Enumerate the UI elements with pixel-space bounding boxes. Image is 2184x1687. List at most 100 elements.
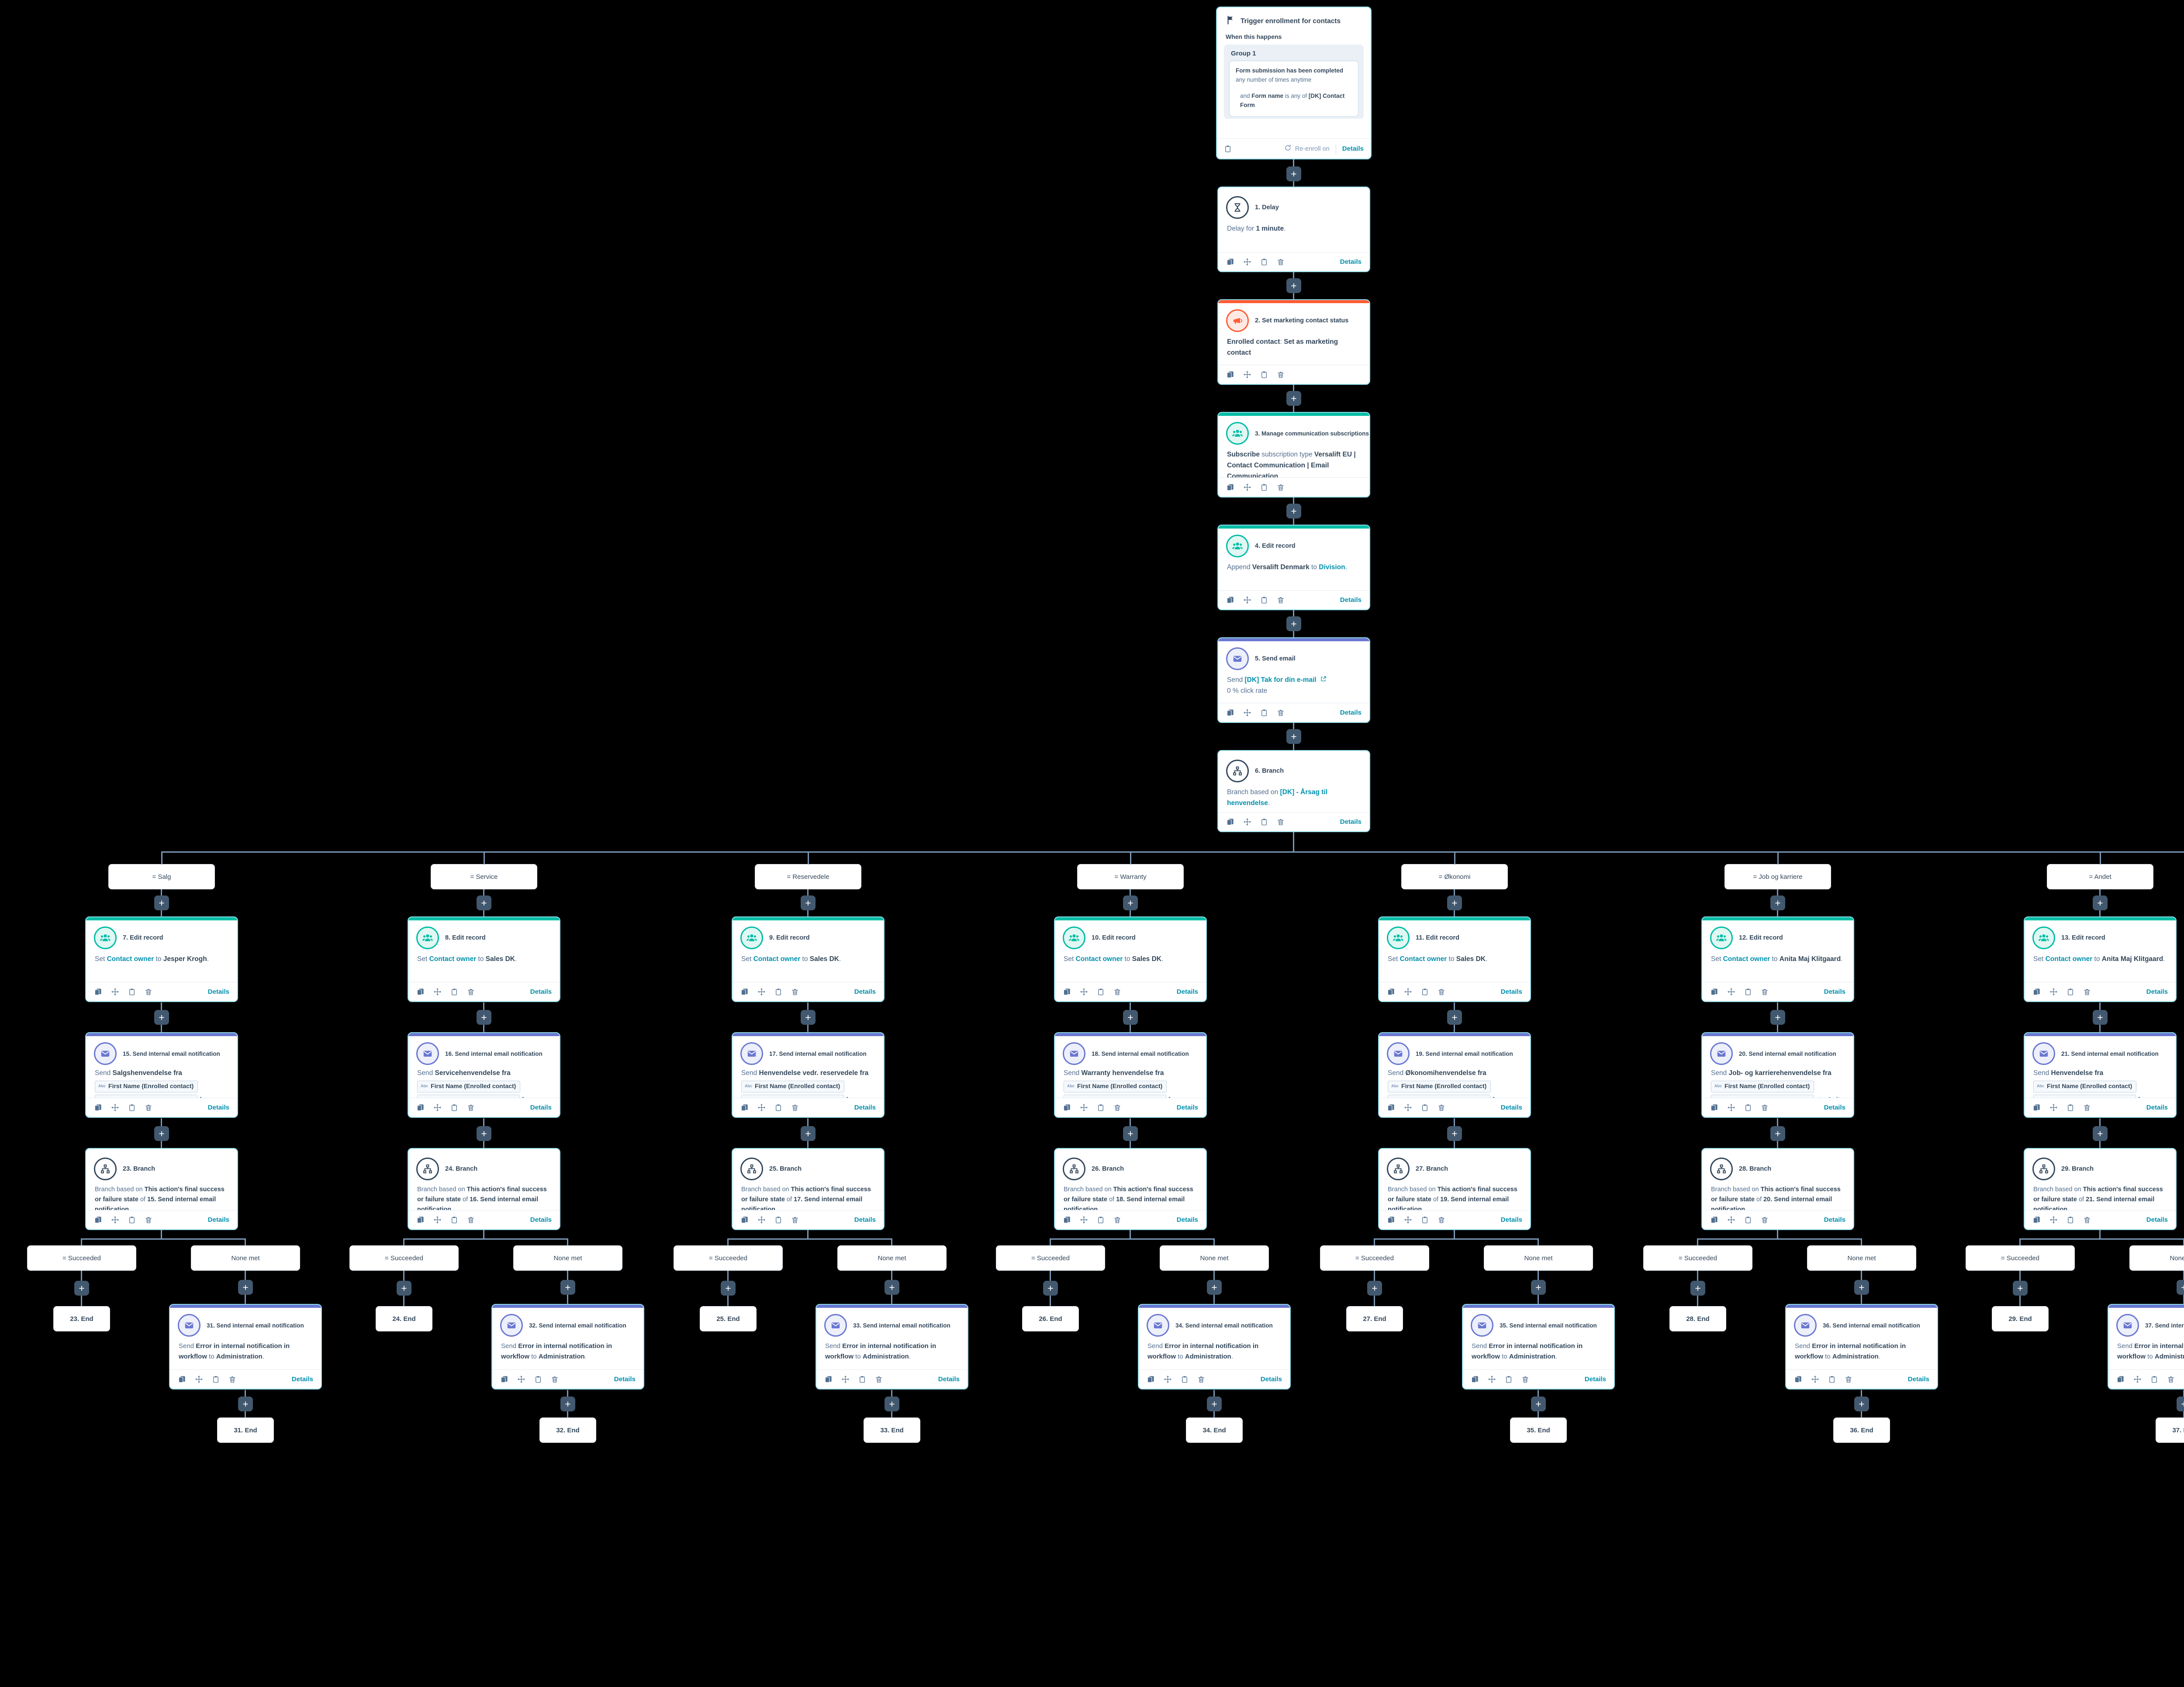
trash-icon[interactable]	[551, 1375, 559, 1383]
edit-record-card[interactable]: 12. Edit record Set Contact owner to Ani…	[1701, 916, 1854, 1002]
trash-icon[interactable]	[145, 988, 152, 996]
copy-icon[interactable]	[416, 1216, 425, 1224]
move-icon[interactable]	[433, 1103, 442, 1112]
add-action-button[interactable]: +	[560, 1280, 575, 1295]
trash-icon[interactable]	[1113, 1103, 1121, 1112]
add-action-button[interactable]: +	[1123, 1126, 1138, 1141]
send-internal-email-card[interactable]: 20. Send internal email notification Sen…	[1701, 1032, 1854, 1118]
trash-icon[interactable]	[1438, 988, 1445, 996]
details-link[interactable]: Details	[1908, 1376, 1929, 1383]
trash-icon[interactable]	[145, 1216, 152, 1224]
clipboard-icon[interactable]	[1260, 370, 1268, 379]
details-link[interactable]: Details	[2146, 988, 2168, 996]
edit-record-card[interactable]: 4. Edit record Append Versalift Denmark …	[1217, 525, 1370, 610]
copy-icon[interactable]	[1226, 370, 1234, 379]
trash-icon[interactable]	[1197, 1375, 1205, 1383]
trash-icon[interactable]	[145, 1103, 152, 1112]
details-link[interactable]: Details	[1500, 1104, 1522, 1111]
move-icon[interactable]	[517, 1375, 525, 1383]
clipboard-icon[interactable]	[2067, 988, 2074, 996]
trash-icon[interactable]	[1438, 1103, 1445, 1112]
details-link[interactable]: Details	[938, 1376, 960, 1383]
move-icon[interactable]	[433, 1216, 442, 1224]
add-action-button[interactable]: +	[721, 1281, 736, 1296]
error-notification-card[interactable]: 36. Send internal email notification Sen…	[1785, 1304, 1938, 1390]
details-link[interactable]: Details	[1824, 1104, 1845, 1111]
move-icon[interactable]	[1080, 1103, 1088, 1112]
trigger-conditions[interactable]: Form submission has been completed any n…	[1229, 61, 1358, 117]
move-icon[interactable]	[1243, 258, 1251, 266]
clipboard-icon[interactable]	[1260, 483, 1268, 491]
copy-icon[interactable]	[740, 1216, 749, 1224]
move-icon[interactable]	[1243, 709, 1251, 717]
add-action-button[interactable]: +	[1770, 895, 1785, 910]
move-icon[interactable]	[1164, 1375, 1172, 1383]
clipboard-icon[interactable]	[1505, 1375, 1513, 1383]
move-icon[interactable]	[433, 988, 442, 996]
clipboard-icon[interactable]	[128, 988, 136, 996]
add-action-button[interactable]: +	[1367, 1281, 1382, 1296]
edit-record-card[interactable]: 9. Edit record Set Contact owner to Sale…	[732, 916, 885, 1002]
clipboard-icon[interactable]	[534, 1375, 542, 1383]
enrollment-trigger-card[interactable]: Trigger enrollment for contacts When thi…	[1216, 7, 1372, 159]
copy-icon[interactable]	[94, 1103, 102, 1112]
clipboard-icon[interactable]	[212, 1375, 220, 1383]
copy-icon[interactable]	[1063, 1103, 1071, 1112]
move-icon[interactable]	[2049, 1103, 2058, 1112]
move-icon[interactable]	[1404, 1216, 1412, 1224]
trash-icon[interactable]	[1277, 370, 1285, 379]
move-icon[interactable]	[1243, 596, 1251, 604]
trash-icon[interactable]	[1277, 818, 1285, 826]
add-action-button[interactable]: +	[1286, 729, 1301, 744]
add-action-button[interactable]: +	[560, 1397, 575, 1411]
branch-card[interactable]: 27. Branch Branch based on This action's…	[1378, 1148, 1531, 1230]
add-action-button[interactable]: +	[238, 1280, 253, 1295]
trash-icon[interactable]	[467, 988, 475, 996]
add-action-button[interactable]: +	[2177, 1397, 2184, 1411]
clipboard-icon[interactable]	[1744, 1216, 1752, 1224]
details-link[interactable]: Details	[291, 1376, 313, 1383]
add-action-button[interactable]: +	[1770, 1010, 1785, 1025]
clipboard-icon[interactable]	[1828, 1375, 1836, 1383]
add-action-button[interactable]: +	[1854, 1280, 1869, 1295]
trash-icon[interactable]	[1277, 483, 1285, 491]
add-action-button[interactable]: +	[801, 1010, 816, 1025]
send-internal-email-card[interactable]: 15. Send internal email notification Sen…	[85, 1032, 238, 1118]
clipboard-icon[interactable]	[450, 988, 458, 996]
trash-icon[interactable]	[228, 1375, 236, 1383]
trash-icon[interactable]	[1438, 1216, 1445, 1224]
move-icon[interactable]	[757, 988, 766, 996]
add-action-button[interactable]: +	[1207, 1397, 1222, 1411]
clipboard-icon[interactable]	[450, 1103, 458, 1112]
add-action-button[interactable]: +	[1043, 1281, 1058, 1296]
details-link[interactable]: Details	[614, 1376, 636, 1383]
details-link[interactable]: Details	[530, 988, 552, 996]
move-icon[interactable]	[1243, 483, 1251, 491]
trash-icon[interactable]	[467, 1103, 475, 1112]
add-action-button[interactable]: +	[1286, 278, 1301, 293]
add-action-button[interactable]: +	[1447, 895, 1462, 910]
details-link[interactable]: Details	[1340, 596, 1362, 604]
trash-icon[interactable]	[2083, 988, 2091, 996]
details-link[interactable]: Details	[1824, 988, 1845, 996]
error-notification-card[interactable]: 32. Send internal email notification Sen…	[491, 1304, 644, 1390]
copy-icon[interactable]	[1710, 1216, 1718, 1224]
clipboard-icon[interactable]	[1421, 1216, 1429, 1224]
copy-icon[interactable]	[2032, 988, 2041, 996]
copy-icon[interactable]	[94, 988, 102, 996]
copy-icon[interactable]	[1063, 1216, 1071, 1224]
clipboard-icon[interactable]	[1744, 988, 1752, 996]
send-email-card[interactable]: 5. Send email Send [DK] Tak for din e-ma…	[1217, 637, 1370, 723]
move-icon[interactable]	[1243, 818, 1251, 826]
copy-icon[interactable]	[1226, 818, 1234, 826]
add-action-button[interactable]: +	[1123, 895, 1138, 910]
external-link-icon[interactable]	[1320, 676, 1327, 682]
details-link[interactable]: Details	[1340, 709, 1362, 716]
details-link[interactable]: Details	[1176, 1104, 1198, 1111]
clipboard-icon[interactable]	[1097, 1216, 1105, 1224]
add-action-button[interactable]: +	[477, 1126, 491, 1141]
details-link[interactable]: Details	[1176, 1216, 1198, 1224]
clipboard-icon[interactable]	[1260, 258, 1268, 266]
clipboard-icon[interactable]	[1421, 988, 1429, 996]
copy-icon[interactable]	[1387, 988, 1395, 996]
